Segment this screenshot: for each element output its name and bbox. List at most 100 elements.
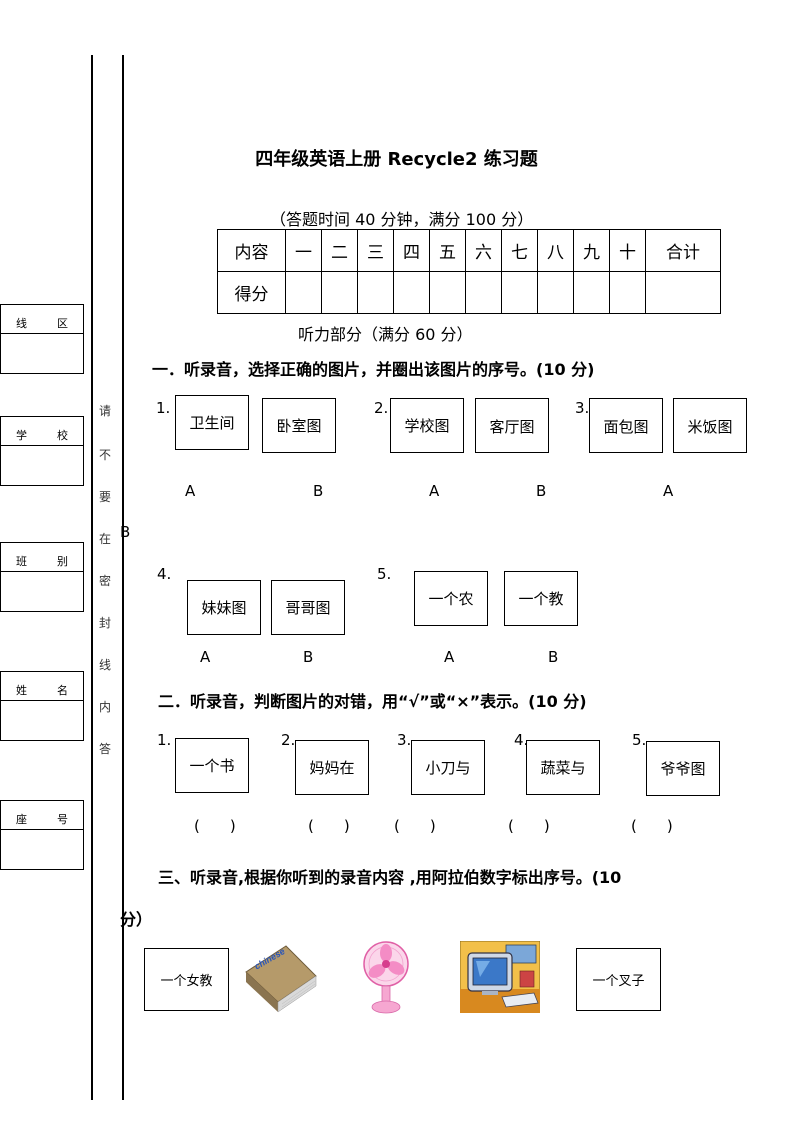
- answer-blank[interactable]: ( ): [394, 817, 436, 835]
- option-letter[interactable]: A: [200, 648, 211, 666]
- seal-text-char: 请: [99, 404, 112, 418]
- picture-option-box[interactable]: 哥哥图: [271, 580, 345, 635]
- score-header-cell: 九: [573, 229, 610, 272]
- option-letter[interactable]: B: [536, 482, 547, 500]
- listening-heading: 听力部分（满分 60 分）: [298, 325, 473, 344]
- section1-heading: 一．听录音，选择正确的图片，并圈出该图片的序号。(10 分): [152, 360, 595, 379]
- side-label: 学: [16, 429, 27, 441]
- picture-judge-box[interactable]: 一个书: [175, 738, 249, 793]
- side-box-1: 线区: [0, 304, 84, 374]
- score-header-cell: 合计: [645, 229, 721, 272]
- option-letter[interactable]: B: [303, 648, 314, 666]
- side-label: 号: [57, 813, 68, 825]
- option-letter[interactable]: A: [185, 482, 196, 500]
- picture-order-box[interactable]: 一个叉子: [576, 948, 661, 1011]
- picture-option-box[interactable]: 学校图: [390, 398, 464, 453]
- question-number: 2.: [374, 399, 389, 417]
- score-header-cell: 五: [429, 229, 466, 272]
- picture-option-box[interactable]: 妹妹图: [187, 580, 261, 635]
- picture-judge-box[interactable]: 小刀与: [411, 740, 485, 795]
- picture-option-box[interactable]: 米饭图: [673, 398, 747, 453]
- picture-option-box[interactable]: 一个教: [504, 571, 578, 626]
- picture-order-box[interactable]: 一个女教: [144, 948, 229, 1011]
- question-number: 5.: [377, 565, 392, 583]
- seal-text-char: 不: [99, 448, 112, 462]
- side-label: 线: [16, 317, 27, 329]
- score-header-cell: 四: [393, 229, 430, 272]
- picture-judge-box[interactable]: 妈妈在: [295, 740, 369, 795]
- picture-option-box[interactable]: 客厅图: [475, 398, 549, 453]
- score-row-label: 得分: [217, 271, 286, 314]
- option-letter[interactable]: B: [313, 482, 324, 500]
- score-cell[interactable]: [465, 271, 502, 314]
- question-number: 3.: [397, 731, 412, 749]
- score-cell[interactable]: [285, 271, 322, 314]
- side-box-5: 座号: [0, 800, 84, 870]
- option-letter[interactable]: A: [663, 482, 674, 500]
- score-cell[interactable]: [501, 271, 538, 314]
- score-header-cell: 一: [285, 229, 322, 272]
- side-box-2: 学校: [0, 416, 84, 486]
- score-cell[interactable]: [609, 271, 646, 314]
- exam-subtitle: （答题时间 40 分钟，满分 100 分）: [270, 210, 534, 229]
- question-number: 4.: [514, 731, 529, 749]
- side-label: 座: [16, 813, 27, 825]
- side-label: 班: [16, 555, 27, 567]
- page-title: 四年级英语上册 Recycle2 练习题: [255, 149, 538, 170]
- option-letter[interactable]: B: [120, 523, 131, 541]
- picture-option-box[interactable]: 卧室图: [262, 398, 336, 453]
- score-cell[interactable]: [357, 271, 394, 314]
- score-cell[interactable]: [321, 271, 358, 314]
- score-cell[interactable]: [573, 271, 610, 314]
- answer-blank[interactable]: ( ): [508, 817, 550, 835]
- question-number: 2.: [281, 731, 296, 749]
- seal-text-char: 密: [99, 574, 112, 588]
- option-letter[interactable]: A: [429, 482, 440, 500]
- question-number: 5.: [632, 731, 647, 749]
- seal-text-char: 在: [99, 532, 112, 546]
- side-label: 别: [57, 555, 68, 567]
- score-cell[interactable]: [537, 271, 574, 314]
- option-letter[interactable]: B: [548, 648, 559, 666]
- picture-judge-box[interactable]: 蔬菜与: [526, 740, 600, 795]
- score-cell[interactable]: [645, 271, 721, 314]
- picture-option-box[interactable]: 面包图: [589, 398, 663, 453]
- fan-icon: [363, 941, 409, 1014]
- question-number: 3.: [575, 399, 590, 417]
- fan-icon[interactable]: [360, 940, 412, 1016]
- book-icon[interactable]: chinese: [242, 940, 318, 1016]
- picture-judge-box[interactable]: 爷爷图: [646, 741, 720, 796]
- margin-line-right: [122, 55, 124, 1100]
- margin-line-left: [91, 55, 93, 1100]
- score-cell[interactable]: [429, 271, 466, 314]
- computer-icon: [459, 940, 541, 1014]
- seal-text-char: 要: [99, 490, 112, 504]
- score-header-cell: 三: [357, 229, 394, 272]
- score-header-cell: 七: [501, 229, 538, 272]
- answer-blank[interactable]: ( ): [631, 817, 673, 835]
- answer-blank[interactable]: ( ): [194, 817, 236, 835]
- seal-text-char: 答: [99, 742, 112, 756]
- score-cell[interactable]: [393, 271, 430, 314]
- seal-text-char: 内: [99, 700, 112, 714]
- picture-option-box[interactable]: 卫生间: [175, 395, 249, 450]
- side-box-3: 班别: [0, 542, 84, 612]
- seal-text-char: 线: [99, 658, 112, 672]
- section3-heading-cont: 分）: [120, 910, 153, 929]
- answer-blank[interactable]: ( ): [308, 817, 350, 835]
- question-number: 1.: [157, 731, 172, 749]
- option-letter[interactable]: A: [444, 648, 455, 666]
- side-label: 校: [57, 429, 68, 441]
- score-header-cell: 十: [609, 229, 646, 272]
- side-box-4: 姓名: [0, 671, 84, 741]
- score-header-cell: 六: [465, 229, 502, 272]
- picture-option-box[interactable]: 一个农: [414, 571, 488, 626]
- seal-text-char: 封: [99, 616, 112, 630]
- score-table-header-row: 内容 一 二 三 四 五 六 七 八 九 十 合计: [217, 229, 721, 272]
- score-table-score-row: 得分: [217, 271, 721, 314]
- computer-icon[interactable]: [459, 940, 541, 1014]
- score-header-cell: 内容: [217, 229, 286, 272]
- score-header-cell: 二: [321, 229, 358, 272]
- side-label: 名: [57, 684, 68, 696]
- book-icon: chinese: [245, 945, 317, 1013]
